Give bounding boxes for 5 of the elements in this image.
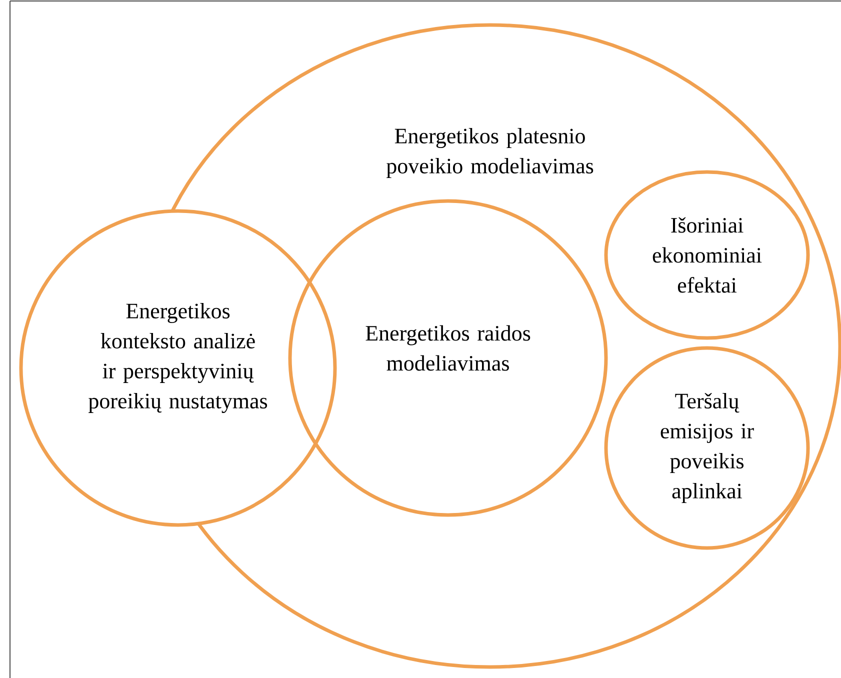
label: Energetikos konteksto analizė ir perspektyvinių poreikių nustatymas: [88, 303, 268, 413]
label: Išoriniai ekonominiai efektai: [652, 217, 762, 293]
label: Teršalų emisijos ir poveikis aplinkai: [660, 393, 754, 503]
label: Energetikos platesnio poveikio modeliavimas: [386, 128, 594, 178]
label: Energetikos raidos modeliavimas: [366, 325, 530, 371]
